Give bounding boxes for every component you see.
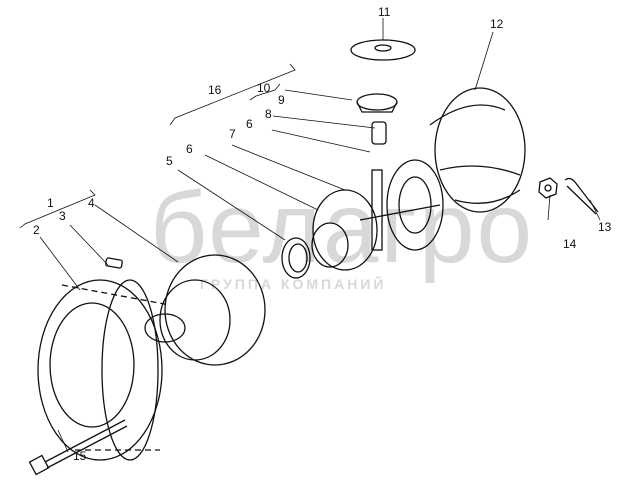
callout-5: 5: [166, 154, 173, 168]
callout-2: 2: [33, 223, 40, 237]
callout-6: 6: [186, 142, 193, 156]
callout-15: 15: [73, 449, 87, 463]
leader-lines: [19, 18, 601, 453]
callout-14: 14: [563, 237, 577, 251]
callout-12: 12: [490, 17, 504, 31]
callout-10: 10: [257, 81, 271, 95]
callout-7: 7: [229, 127, 236, 141]
callout-6-upper: 6: [246, 117, 253, 131]
callout-11: 11: [378, 5, 391, 19]
callout-1: 1: [47, 196, 54, 210]
callout-13: 13: [598, 220, 612, 234]
callout-3: 3: [59, 209, 66, 223]
callout-9: 9: [278, 93, 285, 107]
callout-8: 8: [265, 107, 272, 121]
callout-4: 4: [88, 196, 95, 210]
callout-16: 16: [208, 83, 222, 97]
watermark-subtitle: ГРУППА КОМПАНИЙ: [200, 276, 387, 292]
